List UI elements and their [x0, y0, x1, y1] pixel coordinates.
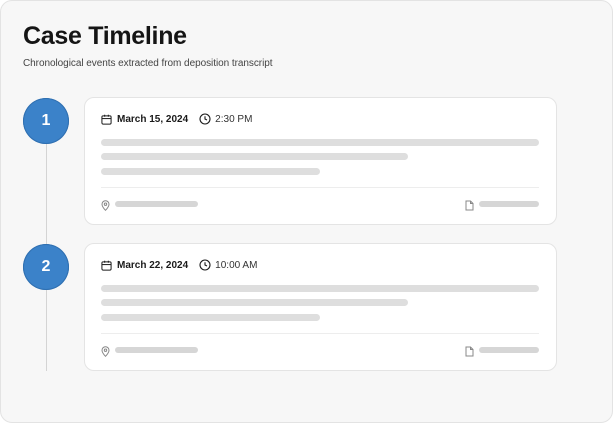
event-date: March 22, 2024 — [117, 259, 189, 271]
description-placeholder-line — [101, 139, 539, 146]
document-icon — [465, 198, 474, 216]
event-date: March 15, 2024 — [117, 113, 189, 125]
document-placeholder — [479, 201, 539, 207]
description-placeholder-line — [101, 299, 408, 306]
description-placeholder-line — [101, 153, 408, 160]
location-pin-icon — [101, 198, 110, 216]
card-divider — [101, 187, 539, 188]
location-placeholder — [115, 347, 198, 353]
event-meta: March 15, 2024 2:30 PM — [101, 113, 252, 125]
clock-icon — [199, 259, 211, 271]
page-title: Case Timeline — [23, 22, 187, 50]
calendar-icon — [101, 260, 112, 271]
description-placeholder-line — [101, 285, 539, 292]
event-meta: March 22, 2024 10:00 AM — [101, 259, 257, 271]
event-number: 2 — [41, 258, 51, 275]
description-placeholder-line — [101, 168, 320, 175]
description-placeholder-line — [101, 314, 320, 321]
event-time: 2:30 PM — [215, 113, 253, 125]
page-subtitle: Chronological events extracted from depo… — [23, 58, 273, 69]
calendar-icon — [101, 114, 112, 125]
event-marker-1: 1 — [23, 98, 69, 144]
event-time: 10:00 AM — [215, 259, 258, 271]
card-divider — [101, 333, 539, 334]
event-marker-2: 2 — [23, 244, 69, 290]
clock-icon — [199, 113, 211, 125]
event-number: 1 — [41, 112, 51, 129]
location-placeholder — [115, 201, 198, 207]
event-card-2[interactable]: March 22, 2024 10:00 AM — [84, 243, 557, 371]
document-icon — [465, 344, 474, 362]
document-placeholder — [479, 347, 539, 353]
location-pin-icon — [101, 344, 110, 362]
event-card-1[interactable]: March 15, 2024 2:30 PM — [84, 97, 557, 225]
